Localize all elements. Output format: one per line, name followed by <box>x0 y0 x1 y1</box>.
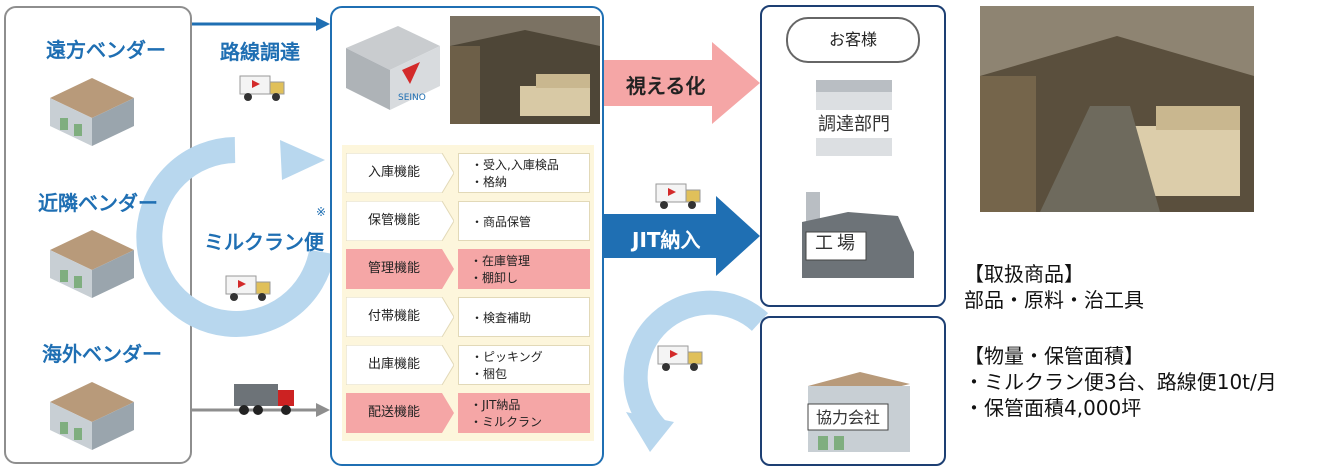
volume-line-1: ・ミルクラン便3台、路線便10t/月 <box>964 370 1277 394</box>
function-desc: ・受入,入庫検品 ・格納 <box>458 153 590 193</box>
factory-label: 工場 <box>815 233 859 254</box>
factory-icon <box>802 192 914 278</box>
function-list-panel: 入庫機能 ・受入,入庫検品 ・格納 保管機能 ・商品保管 管理機能 ・在庫管理 … <box>342 145 594 441</box>
function-desc: ・検査補助 <box>458 297 590 337</box>
delivery-truck-icon <box>239 75 285 101</box>
function-name: 付帯機能 <box>367 309 420 324</box>
warehouse-photo <box>980 6 1254 212</box>
function-desc-line: ・ピッキング <box>471 350 543 364</box>
function-desc-line: ・在庫管理 <box>470 254 531 268</box>
partner-cycle-arrow <box>623 290 769 452</box>
overseas-vendor-label: 海外ベンダー <box>42 342 162 366</box>
procurement-label: 調達部門 <box>818 114 890 135</box>
function-desc-line: ・商品保管 <box>471 214 532 229</box>
function-desc-line: ・梱包 <box>471 367 508 381</box>
jit-delivery-arrow <box>604 196 760 276</box>
function-storage: 保管機能 <box>346 201 454 241</box>
function-desc-line: ・JIT納品 <box>470 398 521 412</box>
visualization-arrow <box>604 42 760 124</box>
function-desc: ・ピッキング ・梱包 <box>458 345 590 385</box>
jit-truck-icon <box>655 183 701 209</box>
function-desc-line: ・ミルクラン <box>470 415 543 429</box>
line-procurement-label: 路線調達 <box>220 40 300 64</box>
function-management: 管理機能 <box>346 249 454 289</box>
function-desc: ・在庫管理 ・棚卸し <box>458 249 590 289</box>
function-name: 出庫機能 <box>367 357 420 372</box>
far-vendor-warehouse-icon <box>50 78 134 146</box>
far-vendor-label: 遠方ベンダー <box>46 38 166 62</box>
function-name: 管理機能 <box>367 261 420 276</box>
seino-warehouse-icon: SEINO <box>346 26 440 110</box>
jit-label: JIT納入 <box>632 228 701 252</box>
line-procurement-arrow <box>192 17 330 31</box>
products-text: 部品・原料・治工具 <box>964 288 1144 312</box>
visualization-label: 視える化 <box>626 74 706 98</box>
customer-title: お客様 <box>786 17 920 63</box>
partner-building-icon <box>807 372 910 452</box>
partner-truck-icon <box>657 345 703 371</box>
near-vendor-warehouse-icon <box>50 230 134 298</box>
milk-run-label: ミルクラン便 <box>204 230 324 254</box>
warehouse-interior-photo <box>450 16 600 124</box>
products-heading: 【取扱商品】 <box>964 262 1084 286</box>
function-desc-line: ・棚卸し <box>470 271 519 285</box>
volume-heading: 【物量・保管面積】 <box>964 344 1144 368</box>
function-name: 保管機能 <box>367 213 420 228</box>
volume-line-2: ・保管面積4,000坪 <box>964 396 1142 420</box>
function-name: 入庫機能 <box>367 165 420 180</box>
function-desc: ・JIT納品 ・ミルクラン <box>458 393 590 433</box>
function-receiving: 入庫機能 <box>346 153 454 193</box>
office-building-icon <box>816 80 892 156</box>
overseas-vendor-warehouse-icon <box>50 382 134 450</box>
partner-label: 協力会社 <box>815 408 880 427</box>
function-delivery: 配送機能 <box>346 393 454 433</box>
milk-run-note-mark: ※ <box>316 205 327 219</box>
function-name: 配送機能 <box>367 405 420 420</box>
function-desc-line: ・検査補助 <box>471 310 532 325</box>
function-desc: ・商品保管 <box>458 201 590 241</box>
container-truck-icon <box>234 384 294 415</box>
milk-run-cycle-arrow <box>136 137 335 337</box>
milk-run-truck-icon <box>225 275 271 301</box>
function-desc-line: ・格納 <box>471 175 508 189</box>
function-shipping: 出庫機能 <box>346 345 454 385</box>
seino-logo-text: SEINO <box>398 93 426 103</box>
function-desc-line: ・受入,入庫検品 <box>471 158 559 172</box>
function-ancillary: 付帯機能 <box>346 297 454 337</box>
near-vendor-label: 近隣ベンダー <box>38 191 158 215</box>
